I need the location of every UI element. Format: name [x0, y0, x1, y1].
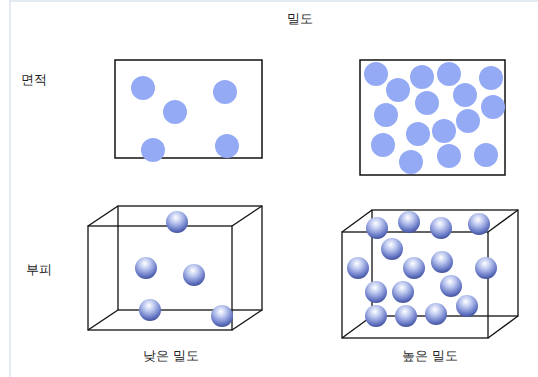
- row-label: 부피: [26, 262, 52, 278]
- area-particles: [131, 76, 239, 162]
- column-label: 높은 밀도: [402, 348, 458, 364]
- area-box: [115, 60, 262, 158]
- area-particles: [364, 62, 505, 174]
- column-label: 낮은 밀도: [143, 348, 199, 364]
- frame-line: [10, 1, 538, 2]
- diagram-title: 밀도: [287, 11, 313, 27]
- frame-line: [10, 0, 11, 377]
- row-label: 면적: [21, 72, 47, 88]
- volume-particles: [347, 211, 497, 327]
- volume-particles: [135, 211, 233, 327]
- area-box: [360, 60, 505, 175]
- volume-box: [88, 206, 262, 330]
- volume-box: [342, 210, 518, 338]
